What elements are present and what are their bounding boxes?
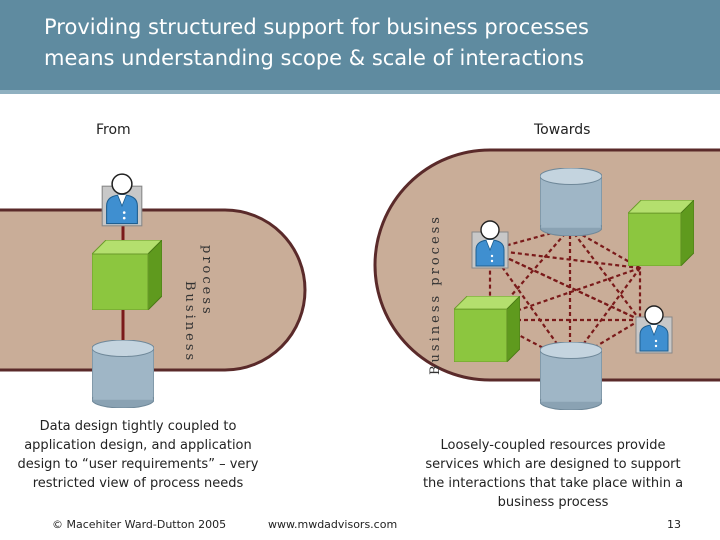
title-bar: Providing structured support for busines… [0,0,720,94]
left-cylinder-icon [92,340,154,408]
right-cylinder-bottom-icon [540,342,602,410]
towards-label: Towards [534,122,591,138]
page-number: 13 [667,518,681,531]
right-cube-right-icon [628,200,694,266]
footer-url[interactable]: www.mwdadvisors.com [268,518,398,531]
footer-copyright: © Macehiter Ward-Dutton 2005 [52,518,227,531]
left-cube-icon [92,240,162,310]
right-cube-left-icon [454,296,520,362]
slide-title: Providing structured support for busines… [44,15,589,70]
right-band-label: Business process [428,214,443,375]
right-description: Loosely-coupled resources provide servic… [422,438,684,510]
right-cylinder-top-icon [540,168,602,236]
left-description: Data design tightly coupled to applicati… [17,419,259,491]
left-band-label-line2: process [199,245,214,317]
left-person-icon [101,173,143,227]
from-label: From [96,122,131,138]
left-band-label-line1: Business [182,281,197,364]
